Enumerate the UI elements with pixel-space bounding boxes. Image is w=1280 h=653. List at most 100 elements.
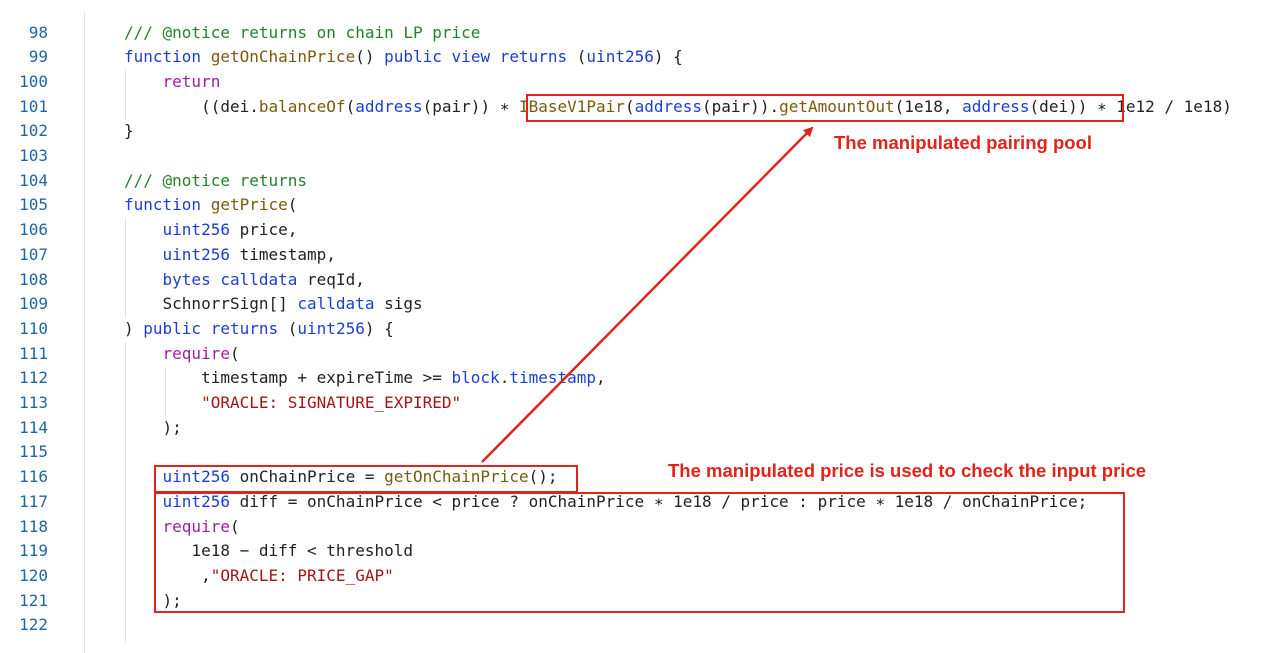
code-token: function — [124, 195, 202, 215]
code-text: function getOnChainPrice() public view r… — [124, 45, 683, 70]
indent-guide — [165, 367, 166, 417]
indent-guide — [125, 342, 126, 642]
code-token: getAmountOut — [779, 96, 895, 116]
line-number: 121 — [19, 590, 48, 610]
code-token: returns — [210, 318, 279, 338]
code-text: ); — [124, 589, 182, 614]
code-token: ( — [624, 96, 635, 116]
code-token: (pair)). — [702, 96, 780, 116]
line-number: 114 — [19, 417, 48, 437]
code-token: bytes — [162, 269, 211, 289]
code-token: timestamp + expireTime >= — [124, 368, 452, 388]
line-number: 120 — [19, 565, 48, 585]
code-line: 114 ); — [0, 416, 1280, 441]
line-number: 116 — [19, 467, 48, 487]
code-line: 122 — [0, 613, 1280, 638]
code-token: sigs — [374, 294, 423, 314]
code-line: 106 uint256 price, — [0, 218, 1280, 243]
code-token: calldata — [297, 294, 375, 314]
code-token: address — [962, 96, 1030, 116]
code-token: . — [499, 368, 510, 388]
code-line: 107 uint256 timestamp, — [0, 243, 1280, 268]
gutter-divider — [84, 12, 85, 653]
code-token: calldata — [220, 269, 298, 289]
line-number: 107 — [19, 244, 48, 264]
code-line: 104/// @notice returns — [0, 169, 1280, 194]
code-text: ); — [124, 416, 182, 441]
pairing-pool-annotation: The manipulated pairing pool — [834, 132, 1092, 153]
code-line: 115 — [0, 440, 1280, 465]
code-token: ( — [345, 96, 356, 116]
code-line: 103 — [0, 144, 1280, 169]
code-token: , — [124, 565, 211, 585]
code-token: price, — [229, 220, 298, 240]
code-token: } — [124, 121, 134, 141]
code-token: getPrice — [210, 195, 288, 215]
code-token: ) { — [364, 318, 394, 338]
code-token: balanceOf — [258, 96, 346, 116]
line-number: 112 — [19, 368, 48, 388]
line-number: 98 — [28, 22, 48, 42]
code-line: 100 return — [0, 70, 1280, 95]
line-number: 113 — [19, 393, 48, 412]
code-token: ( — [229, 343, 240, 363]
code-text: /// @notice returns on chain LP price — [124, 21, 480, 46]
code-token: (1e18, — [894, 96, 963, 116]
code-text: } — [124, 119, 134, 144]
line-number: 105 — [19, 195, 48, 215]
code-token: returns — [499, 47, 568, 67]
code-token: timestamp — [509, 368, 597, 388]
line-number: 102 — [19, 121, 48, 141]
code-line: 109 SchnorrSign[] calldata sigs — [0, 292, 1280, 317]
line-number: 122 — [19, 615, 48, 635]
code-text: require( — [124, 342, 240, 367]
code-token: address — [634, 96, 703, 116]
code-text: 1e18 − diff < threshold — [124, 539, 413, 564]
code-token: require — [162, 516, 230, 536]
code-token: ); — [124, 417, 182, 437]
code-line: 120 ,"ORACLE: PRICE_GAP" — [0, 564, 1280, 589]
code-line: 98 /// @notice returns on chain LP price — [0, 21, 1280, 46]
code-token: "ORACLE: SIGNATURE_EXPIRED" — [201, 393, 462, 412]
code-token: SchnorrSign[] — [124, 294, 298, 314]
code-token: ( — [278, 318, 298, 338]
code-token: require — [162, 343, 230, 363]
code-line: 102} — [0, 119, 1280, 144]
code-text: function getPrice( — [124, 193, 297, 218]
code-line: 117 uint256 diff = onChainPrice < price … — [0, 490, 1280, 515]
code-token: ((dei. — [124, 96, 259, 116]
code-token: ) — [124, 318, 144, 338]
code-token: uint256 — [162, 491, 230, 511]
line-number: 119 — [19, 541, 48, 561]
code-token: address — [355, 96, 423, 116]
code-token: ( — [229, 516, 240, 536]
code-token: block — [451, 368, 500, 388]
input-price-annotation: The manipulated price is used to check t… — [668, 460, 1147, 481]
line-number: 115 — [19, 442, 48, 462]
code-token: getOnChainPrice — [210, 47, 356, 67]
code-token: "ORACLE: PRICE_GAP" — [210, 565, 394, 585]
line-number: 106 — [19, 220, 48, 240]
code-token: ( — [567, 47, 587, 67]
code-token: uint256 — [297, 318, 365, 338]
code-line: 111 require( — [0, 342, 1280, 367]
code-text: return — [124, 70, 221, 95]
code-token: diff = onChainPrice < price ? onChainPri… — [229, 491, 1088, 511]
code-token: ) { — [653, 47, 683, 67]
line-number: 109 — [19, 294, 48, 314]
line-number: 111 — [19, 343, 48, 363]
code-text: ((dei.balanceOf(address(pair)) ∗ IBaseV1… — [124, 95, 1232, 120]
line-number: 104 — [19, 170, 48, 190]
code-token: (); — [528, 467, 558, 487]
line-number: 103 — [19, 146, 48, 165]
code-text: "ORACLE: SIGNATURE_EXPIRED" — [124, 391, 461, 416]
code-line: 110) public returns (uint256) { — [0, 317, 1280, 342]
price-check-highlight-box — [154, 492, 1125, 613]
code-token: () — [355, 47, 385, 67]
code-token: (pair)) ∗ — [422, 96, 519, 116]
line-number: 117 — [19, 491, 48, 511]
code-text: timestamp + expireTime >= block.timestam… — [124, 366, 606, 391]
code-token: onChainPrice = — [229, 467, 385, 487]
code-token: getOnChainPrice — [384, 467, 529, 487]
